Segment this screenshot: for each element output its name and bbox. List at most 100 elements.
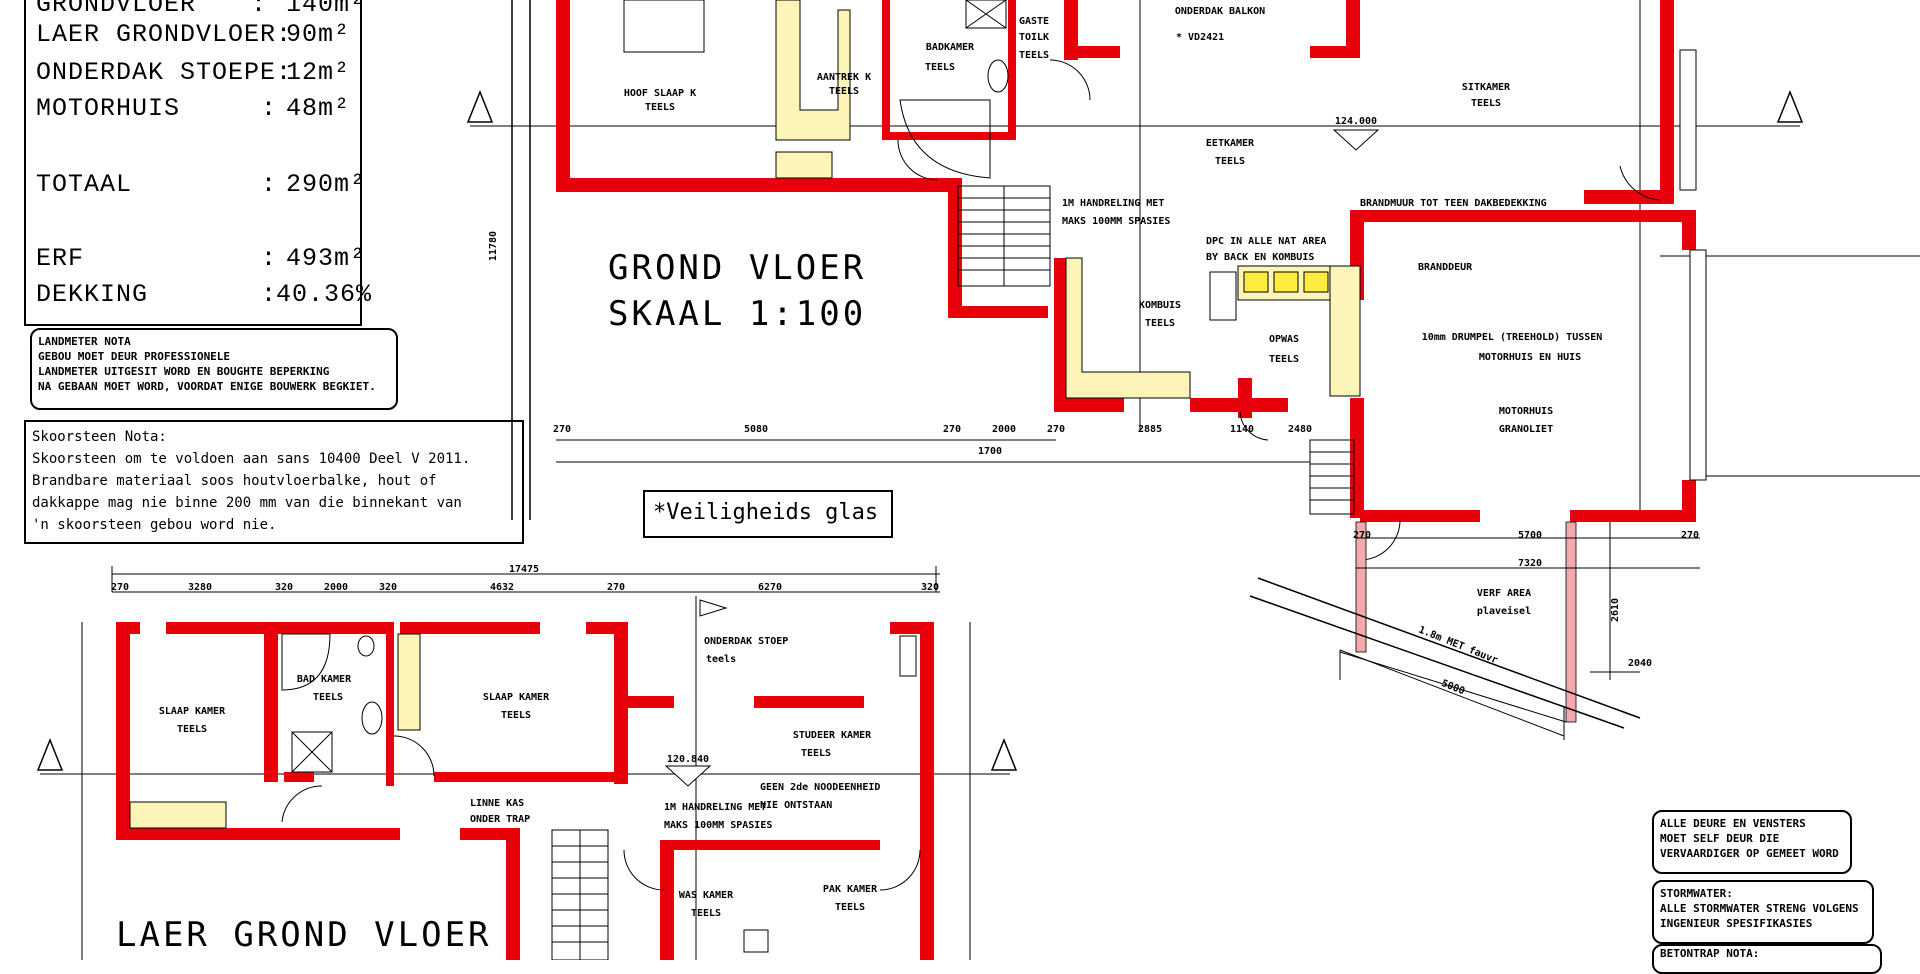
label-lower-handreling-1: 1M HANDRELING MET [664,802,766,813]
label-drumpel-1: 10mm DRUMPEL (TREEHOLD) TUSSEN [1422,332,1603,343]
label-stoep-teels: teels [706,654,736,665]
label-slaap-1: SLAAP KAMER [159,706,226,717]
lower-floor-plan: SLAAP KAMER TEELS BAD KAMER TEELS SLAAP … [36,564,1018,960]
dim-ground-d16: 2610 [1610,598,1621,622]
ground-floor-plan: HOOF SLAAP K TEELS AANTREK K TEELS BADKA… [466,0,1920,740]
dim-ground-d15: 2040 [1628,658,1652,669]
label-bad-kamer: BAD KAMER [297,674,352,685]
chimney-note-line: Skoorsteen om te voldoen aan sans 10400 … [32,451,471,467]
dim-ground-d12: 270 [1681,530,1699,541]
label-verf-2: plaveisel [1477,605,1531,617]
label-bad-kamer-teels: TEELS [313,692,343,703]
dim-ground-d13: 7320 [1518,558,1542,569]
label-badkamer-teels: TEELS [925,62,955,73]
chimney-note-line: 'n skoorsteen gebou word nie. [32,517,277,533]
label-studeer: STUDEER KAMER [793,730,872,741]
label-eetkamer-teels: TEELS [1215,156,1245,167]
ground-floor-scale: SKAAL 1:100 [608,294,867,334]
label-opwas-teels: TEELS [1269,354,1299,365]
dim-ground-d9: 2480 [1288,424,1312,435]
area-schedule-box: GRONDVLOER:140m² LAER GRONDVLOER:90m² ON… [24,0,371,326]
label-sitkamer: SITKAMER [1462,82,1511,93]
note-line: LANDMETER NOTA [38,335,131,348]
chimney-note: Skoorsteen Nota: Skoorsteen om te voldoe… [24,420,524,544]
ground-floor-title: GROND VLOER [608,248,867,288]
label-geen-2: NIE ONTSTAAN [760,800,832,811]
dim-ground-d1: 270 [553,424,571,435]
note-line: GEBOU MOET DEUR PROFESSIONELE [38,350,231,363]
dim-ground-d3: 270 [943,424,961,435]
dim-ground-d10: 270 [1353,530,1371,541]
label-level-ground: 124.000 [1335,116,1377,127]
note-line: INGENIEUR SPESIFIKASIES [1660,917,1813,930]
dim-ground-d4: 2000 [992,424,1016,435]
label-onderdak-stoep: ONDERDAK STOEP [704,636,788,647]
note-line: ALLE DEURE EN VENSTERS [1660,817,1806,830]
label-aantrek: AANTREK K [817,72,871,83]
label-motorhuis: MOTORHUIS [1499,406,1553,417]
note-line: BETONTRAP NOTA: [1660,947,1760,960]
label-gaste: GASTE [1019,16,1049,27]
label-slaap-1-teels: TEELS [177,724,207,735]
note-line: STORMWATER: [1660,887,1733,900]
label-kombuis-teels: TEELS [1145,318,1175,329]
dim-lower-f: 4632 [490,582,514,593]
dim-ground-d17: 11780 [488,231,499,261]
dim-ground-d2: 5080 [744,424,768,435]
dim-lower-i: 320 [921,582,939,593]
label-onderdak-balkon: ONDERDAK BALKON [1175,6,1265,17]
chimney-note-line: dakkappe mag nie binne 200 mm van die bi… [32,495,462,511]
dim-lower-g: 270 [607,582,625,593]
label-handreling-2: MAKS 100MM SPASIES [1062,216,1170,227]
label-hoof-teels: TEELS [645,102,675,113]
dim-ground-d5: 270 [1047,424,1065,435]
label-motorhuis-vloer: GRANOLIET [1499,424,1553,435]
label-studeer-teels: TEELS [801,748,831,759]
note-line: VERVAARDIGER OP GEMEET WORD [1660,847,1839,860]
dim-lower-d: 2000 [324,582,348,593]
label-dpc-2: BY BACK EN KOMBUIS [1206,252,1314,263]
label-lower-handreling-2: MAKS 100MM SPASIES [664,820,772,831]
label-slaap-2-teels: TEELS [501,710,531,721]
label-brandmuur: BRANDMUUR TOT TEEN DAKBEDEKKING [1360,198,1547,209]
note-line: LANDMETER UITGESIT WORD EN BOUGHTE BEPER… [38,365,330,378]
label-level-lower: 120.840 [667,754,709,765]
safety-glass-text: *Veiligheids glas [653,500,879,525]
dim-ground-d7: 2885 [1138,424,1162,435]
landmeter-note: LANDMETER NOTA GEBOU MOET DEUR PROFESSIO… [30,328,398,410]
safety-glass-label: *Veiligheids glas [643,490,893,538]
label-slaap-2: SLAAP KAMER [483,692,550,703]
label-toilet: TOILK [1019,32,1049,43]
label-was-teels: TEELS [691,908,721,919]
chimney-note-title: Skoorsteen Nota: [32,429,167,445]
label-vd-ref: * VD2421 [1176,32,1224,43]
dim-ground-d8: 1140 [1230,424,1254,435]
label-slope: 1.8m MET fauvr [1417,625,1499,667]
dim-lower-h: 6270 [758,582,782,593]
label-aantrek-teels: TEELS [829,86,859,97]
dim-lower-e: 320 [379,582,397,593]
dim-lower-a: 270 [111,582,129,593]
note-line: NA GEBAAN MOET WORD, VOORDAT ENIGE BOUWE… [38,380,376,393]
label-handreling-1: 1M HANDRELING MET [1062,198,1164,209]
note-line: ALLE STORMWATER STRENG VOLGENS [1660,902,1859,915]
label-linne-2: ONDER TRAP [470,814,530,825]
label-geen-1: GEEN 2de NOODEENHEID [760,782,880,793]
label-toilet-teels: TEELS [1019,50,1049,61]
label-linne-1: LINNE KAS [470,798,524,809]
label-hoof-slaap: HOOF SLAAP K [624,88,696,99]
note-line: MOET SELF DEUR DIE [1660,832,1780,845]
lower-floor-title: LAER GROND VLOER [116,915,492,955]
dim-lower-c: 320 [275,582,293,593]
dim-ground-d14: 5000 [1440,678,1466,697]
doors-note: ALLE DEURE EN VENSTERS MOET SELF DEUR DI… [1652,810,1852,874]
label-was-kamer: WAS KAMER [679,890,734,901]
label-branddeur: BRANDDEUR [1418,262,1473,273]
label-verf-1: VERF AREA [1477,588,1531,599]
label-eetkamer: EETKAMER [1206,138,1255,149]
dim-lower-total: 17475 [509,564,539,575]
label-pak-kamer: PAK KAMER [823,884,878,895]
dim-ground-d11: 5700 [1518,530,1542,541]
stormwater-note: STORMWATER: ALLE STORMWATER STRENG VOLGE… [1652,880,1874,944]
